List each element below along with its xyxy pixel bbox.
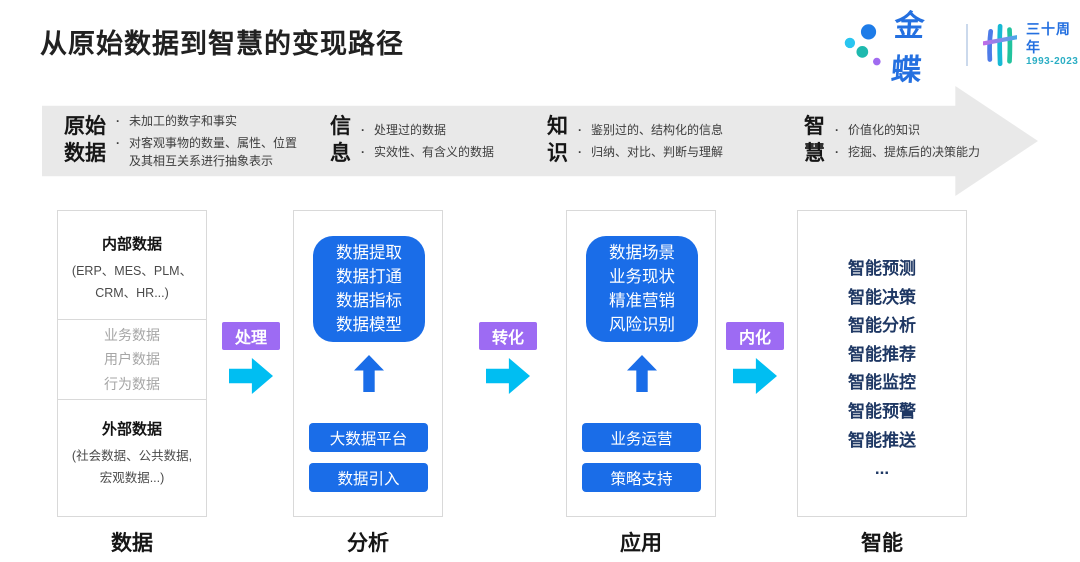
- data-types-section: 业务数据 用户数据 行为数据: [58, 320, 206, 400]
- internal-data-title: 内部数据: [101, 236, 162, 253]
- bullet-dot-icon: ·: [578, 123, 582, 137]
- analysis-card: 数据提取 数据打通 数据指标 数据模型: [313, 236, 425, 342]
- dikw-arrow-banner: 原始数据 ·未加工的数字和事实 ·对客观事物的数量、属性、位置及其相互关系进行抽…: [42, 86, 1038, 196]
- stage-raw-data: 原始数据 ·未加工的数字和事实 ·对客观事物的数量、属性、位置及其相互关系进行抽…: [64, 105, 308, 177]
- internal-data-systems: (ERP、MES、PLM、 CRM、HR...): [71, 264, 193, 300]
- intel-item-ellipsis: ...: [874, 459, 890, 479]
- external-data-systems: (社会数据、公共数据, 宏观数据...): [71, 449, 193, 485]
- footer-label-application: 应用: [620, 532, 662, 555]
- stage-term: 信息: [330, 115, 351, 165]
- stage-point: ·归纳、对比、判断与理解: [578, 145, 724, 159]
- right-arrow-icon: [486, 358, 530, 394]
- stage-point: ·实效性、有含义的数据: [361, 145, 495, 159]
- data-import-button: 数据引入: [309, 463, 428, 492]
- analysis-box: 数据提取 数据打通 数据指标 数据模型 大数据平台 数据引入: [293, 210, 443, 517]
- stage-knowledge: 知识 ·鉴别过的、结构化的信息 ·归纳、对比、判断与理解: [547, 105, 723, 177]
- bullet-dot-icon: ·: [116, 114, 120, 128]
- bullet-dot-icon: ·: [116, 136, 120, 150]
- flow-internalize: 内化: [726, 322, 784, 394]
- big-data-platform-button: 大数据平台: [309, 423, 428, 452]
- stage-point: ·未加工的数字和事实: [116, 114, 238, 128]
- bullet-dot-icon: ·: [578, 145, 582, 159]
- stage-point: ·对客观事物的数量、属性、位置及其相互关系进行抽象表示: [116, 136, 298, 168]
- data-type-item: 业务数据: [104, 326, 160, 343]
- stage-point: ·价值化的知识: [835, 123, 921, 137]
- bullet-dot-icon: ·: [835, 123, 839, 137]
- data-sources-box: 内部数据 (ERP、MES、PLM、 CRM、HR...) 业务数据 用户数据 …: [57, 210, 207, 517]
- bullet-dot-icon: ·: [835, 145, 839, 159]
- stage-points: ·鉴别过的、结构化的信息 ·归纳、对比、判断与理解: [578, 121, 723, 161]
- footer-label-analysis: 分析: [347, 532, 389, 555]
- kingdee-logo: 金蝶 三十周年 1993-2023: [843, 10, 1080, 87]
- intel-item: 智能决策: [848, 287, 916, 307]
- footer-label-data: 数据: [111, 532, 153, 555]
- data-type-item: 用户数据: [104, 351, 160, 368]
- bullet-dot-icon: ·: [361, 123, 365, 137]
- intel-item: 智能预测: [848, 259, 916, 278]
- application-card: 数据场景 业务现状 精准营销 风险识别: [586, 236, 698, 342]
- stage-points: ·价值化的知识 ·挖掘、提炼后的决策能力: [835, 121, 980, 161]
- stage-points: ·处理过的数据 ·实效性、有含义的数据: [361, 121, 494, 161]
- stage-points: ·未加工的数字和事实 ·对客观事物的数量、属性、位置及其相互关系进行抽象表示: [116, 112, 308, 170]
- flow-process: 处理: [222, 322, 280, 394]
- right-arrow-icon: [733, 358, 777, 394]
- page-title: 从原始数据到智慧的变现路径: [40, 29, 404, 59]
- intel-item: 智能推荐: [848, 344, 916, 364]
- flow-transform: 转化: [479, 322, 537, 394]
- intelligence-box: 智能预测 智能决策 智能分析 智能推荐 智能监控 智能预警 智能推送 ...: [797, 210, 967, 517]
- thirty-anniversary-mark-icon: [982, 23, 1017, 67]
- stage-term: 智慧: [804, 115, 825, 165]
- intel-item: 智能推送: [848, 430, 916, 450]
- kingdee-dots-icon: [844, 24, 881, 66]
- stage-term: 知识: [547, 115, 568, 165]
- stage-point: ·鉴别过的、结构化的信息: [578, 123, 724, 137]
- internal-data-section: 内部数据 (ERP、MES、PLM、 CRM、HR...): [58, 211, 206, 320]
- stage-point: ·挖掘、提炼后的决策能力: [835, 145, 981, 159]
- stage-wisdom: 智慧 ·价值化的知识 ·挖掘、提炼后的决策能力: [804, 105, 980, 177]
- stage-point: ·处理过的数据: [361, 123, 447, 137]
- stage-term: 原始数据: [64, 115, 106, 165]
- intel-item: 智能分析: [848, 316, 916, 336]
- internalize-badge: 内化: [726, 322, 784, 350]
- strategy-support-button: 策略支持: [582, 463, 701, 492]
- business-operation-button: 业务运营: [582, 423, 701, 452]
- logo-divider: [966, 24, 968, 66]
- bullet-dot-icon: ·: [361, 145, 365, 159]
- application-box: 数据场景 业务现状 精准营销 风险识别 业务运营 策略支持: [566, 210, 716, 517]
- footer-label-intelligence: 智能: [861, 532, 903, 555]
- intel-item: 智能监控: [848, 373, 916, 393]
- external-data-title: 外部数据: [101, 421, 162, 438]
- anniversary-years: 1993-2023: [1026, 56, 1079, 68]
- transform-badge: 转化: [479, 322, 537, 350]
- up-arrow-icon: [627, 355, 657, 392]
- intel-item: 智能预警: [848, 401, 916, 421]
- up-arrow-icon: [354, 355, 384, 392]
- right-arrow-icon: [229, 358, 273, 394]
- anniversary-label: 三十周年: [1026, 21, 1071, 55]
- data-type-item: 行为数据: [104, 375, 160, 392]
- external-data-section: 外部数据 (社会数据、公共数据, 宏观数据...): [58, 400, 206, 516]
- process-badge: 处理: [222, 322, 280, 350]
- kingdee-brand-name: 金蝶: [890, 10, 928, 87]
- stage-information: 信息 ·处理过的数据 ·实效性、有含义的数据: [330, 105, 494, 177]
